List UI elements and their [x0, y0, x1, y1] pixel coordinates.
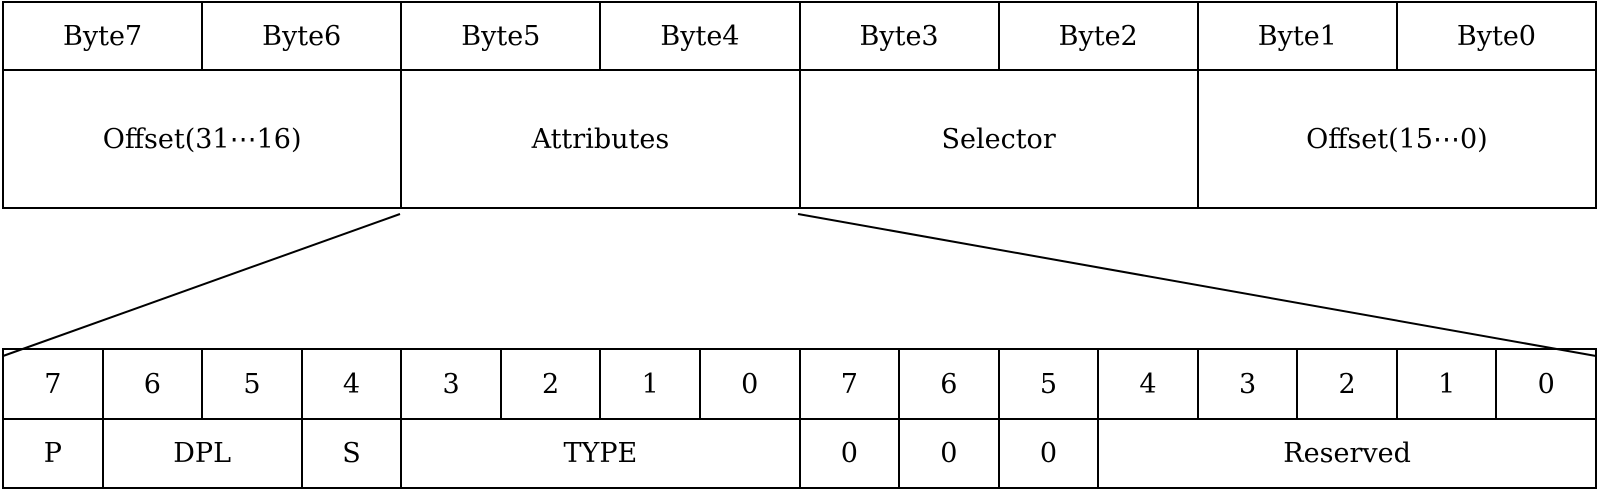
byte7-label: Byte7	[1, 1, 204, 71]
bit-number: 5	[997, 348, 1100, 420]
bit-number: 5	[201, 348, 303, 420]
bit-number: 7	[798, 348, 901, 420]
type-field: TYPE	[400, 418, 801, 489]
selector-field: Selector	[798, 69, 1199, 209]
byte0-label: Byte0	[1395, 1, 1598, 71]
byte1-label: Byte1	[1196, 1, 1398, 71]
byte4-label: Byte4	[599, 1, 801, 71]
s-field: S	[300, 418, 403, 489]
offset-high-field: Offset(31⋯16)	[1, 69, 403, 209]
p-field: P	[2, 418, 104, 489]
bit-number: 4	[300, 348, 403, 420]
zero-bit-field: 0	[898, 418, 1000, 489]
attributes-detail-table: 7 6 5 4 3 2 1 0 7 6 5 4 3 2 1 0 P DPL S …	[2, 348, 1597, 489]
bit-number-row: 7 6 5 4 3 2 1 0 7 6 5 4 3 2 1 0	[2, 348, 1597, 420]
attribute-field-row: P DPL S TYPE 0 0 0 Reserved	[2, 418, 1597, 489]
bit-number: 1	[1395, 348, 1498, 420]
attributes-field: Attributes	[400, 69, 801, 209]
descriptor-field-row: Offset(31⋯16) Attributes Selector Offset…	[1, 69, 1598, 209]
zoom-line-right	[797, 213, 1597, 357]
zero-bit-field: 0	[798, 418, 901, 489]
zero-bit-field: 0	[997, 418, 1100, 489]
bit-number: 3	[400, 348, 502, 420]
byte-header-row: Byte7 Byte6 Byte5 Byte4 Byte3 Byte2 Byte…	[1, 1, 1598, 71]
bit-number: 0	[1495, 348, 1597, 420]
bit-number: 2	[1296, 348, 1398, 420]
bit-number: 1	[599, 348, 701, 420]
zoom-line-left	[2, 213, 401, 357]
offset-low-field: Offset(15⋯0)	[1196, 69, 1598, 209]
byte2-label: Byte2	[997, 1, 1199, 71]
gate-descriptor-table: Byte7 Byte6 Byte5 Byte4 Byte3 Byte2 Byte…	[1, 1, 1598, 209]
bit-number: 3	[1196, 348, 1299, 420]
byte3-label: Byte3	[798, 1, 1000, 71]
bit-number: 6	[101, 348, 204, 420]
byte6-label: Byte6	[201, 1, 403, 71]
bit-number: 0	[698, 348, 801, 420]
bit-number: 7	[2, 348, 104, 420]
bit-number: 6	[898, 348, 1000, 420]
bit-number: 2	[499, 348, 602, 420]
reserved-field: Reserved	[1097, 418, 1597, 489]
byte5-label: Byte5	[400, 1, 602, 71]
dpl-field: DPL	[101, 418, 303, 489]
bit-number: 4	[1097, 348, 1199, 420]
